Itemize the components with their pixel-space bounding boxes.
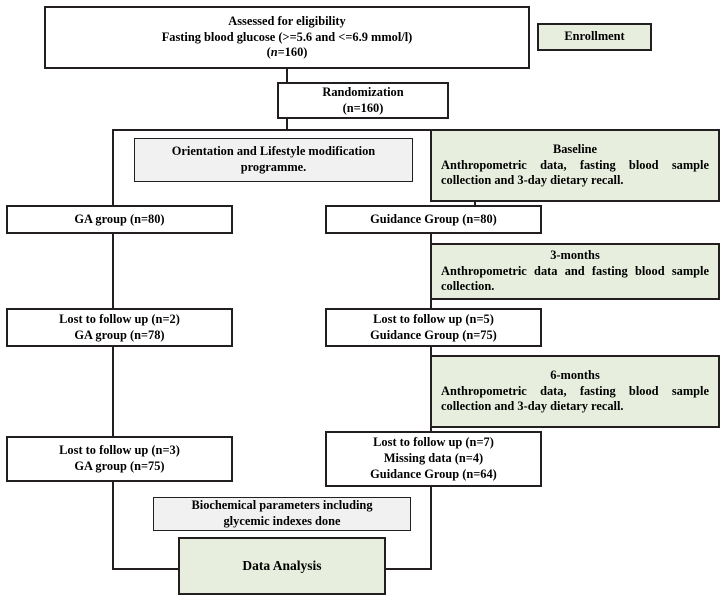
ga-followup-6m-line-2: GA group (n=75) bbox=[74, 459, 165, 473]
guidance-followup-3m-line-1: Lost to follow up (n=5) bbox=[373, 311, 494, 326]
biochemical-parameters-box: Biochemical parameters including glycemi… bbox=[153, 497, 411, 531]
ga-followup-6m-line-1: Lost to follow up (n=3) bbox=[59, 443, 180, 458]
guidance-group-followup-3m-box: Lost to follow up (n=5) Guidance Group (… bbox=[325, 308, 542, 347]
connector-randomization-stem bbox=[286, 119, 288, 130]
biochemical-line-1: Biochemical parameters including bbox=[191, 498, 373, 513]
baseline-body: Anthropometric data, fasting blood sampl… bbox=[441, 157, 709, 188]
six-months-timepoint-box: 6-months Anthropometric data, fasting bl… bbox=[430, 355, 720, 428]
three-months-timepoint-box: 3-months Anthropometric data and fasting… bbox=[430, 243, 720, 300]
baseline-timepoint-box: Baseline Anthropometric data, fasting bl… bbox=[430, 129, 720, 202]
ga-followup-3m-line-2: GA group (n=78) bbox=[74, 327, 165, 342]
connector-ga-3m-to-6m bbox=[112, 347, 114, 437]
assessed-paren-open: ( bbox=[266, 45, 271, 60]
data-analysis-box: Data Analysis bbox=[178, 537, 386, 595]
ga-group-followup-6m-box: Lost to follow up (n=3) GA group (n=75) bbox=[6, 436, 233, 482]
connector-ga-allocation-to-3m bbox=[112, 234, 114, 309]
guidance-group-allocation-label: Guidance Group (n=80) bbox=[370, 211, 497, 226]
enrollment-badge-label: Enrollment bbox=[564, 29, 625, 44]
connector-assessed-to-randomization bbox=[286, 69, 288, 83]
assessed-line-3: (n=160) bbox=[52, 45, 522, 61]
assessed-count: =160) bbox=[277, 45, 308, 60]
guidance-followup-3m-line-2: Guidance Group (n=75) bbox=[370, 327, 497, 342]
connector-guidance-6m-to-analysis-vertical bbox=[430, 487, 432, 570]
randomization-line-1: Randomization bbox=[322, 84, 404, 99]
randomization-box: Randomization (n=160) bbox=[277, 82, 449, 119]
guidance-followup-6m-line-1: Lost to follow up (n=7) bbox=[373, 435, 494, 450]
six-months-body: Anthropometric data, fasting blood sampl… bbox=[441, 383, 709, 414]
connector-split-horizontal bbox=[112, 129, 476, 131]
three-months-body: Anthropometric data and fasting blood sa… bbox=[441, 263, 709, 294]
connector-split-left-drop bbox=[112, 129, 114, 216]
baseline-heading: Baseline bbox=[552, 141, 598, 156]
data-analysis-label: Data Analysis bbox=[242, 558, 322, 574]
orientation-line-2: programme. bbox=[240, 160, 307, 174]
ga-followup-3m-line-1: Lost to follow up (n=2) bbox=[59, 311, 180, 326]
connector-guidance-6m-to-analysis-horizontal bbox=[384, 568, 432, 570]
assessed-for-eligibility-box: Assessed for eligibility Fasting blood g… bbox=[44, 6, 530, 69]
assessed-line-1: Assessed for eligibility bbox=[228, 13, 346, 28]
three-months-heading: 3-months bbox=[550, 247, 600, 262]
connector-ga-6m-to-analysis-horizontal bbox=[112, 568, 184, 570]
ga-group-allocation-label: GA group (n=80) bbox=[74, 211, 165, 226]
randomization-line-2: (n=160) bbox=[342, 100, 384, 115]
ga-group-followup-3m-box: Lost to follow up (n=2) GA group (n=78) bbox=[6, 308, 233, 347]
assessed-line-2: Fasting blood glucose (>=5.6 and <=6.9 m… bbox=[161, 29, 413, 44]
ga-group-allocation-box: GA group (n=80) bbox=[6, 205, 233, 234]
guidance-followup-6m-line-3: Guidance Group (n=64) bbox=[370, 466, 497, 481]
assessed-n-italic: n bbox=[270, 45, 278, 60]
enrollment-badge: Enrollment bbox=[537, 23, 652, 51]
orientation-line-1: Orientation and Lifestyle modification bbox=[171, 144, 376, 159]
biochemical-line-2: glycemic indexes done bbox=[223, 514, 341, 528]
guidance-followup-6m-line-2: Missing data (n=4) bbox=[383, 451, 484, 466]
orientation-lifestyle-box: Orientation and Lifestyle modification p… bbox=[134, 138, 413, 182]
guidance-group-followup-6m-box: Lost to follow up (n=7) Missing data (n=… bbox=[325, 431, 542, 487]
guidance-group-allocation-box: Guidance Group (n=80) bbox=[325, 205, 542, 234]
six-months-heading: 6-months bbox=[550, 367, 600, 382]
connector-ga-6m-to-analysis-vertical bbox=[112, 482, 114, 570]
